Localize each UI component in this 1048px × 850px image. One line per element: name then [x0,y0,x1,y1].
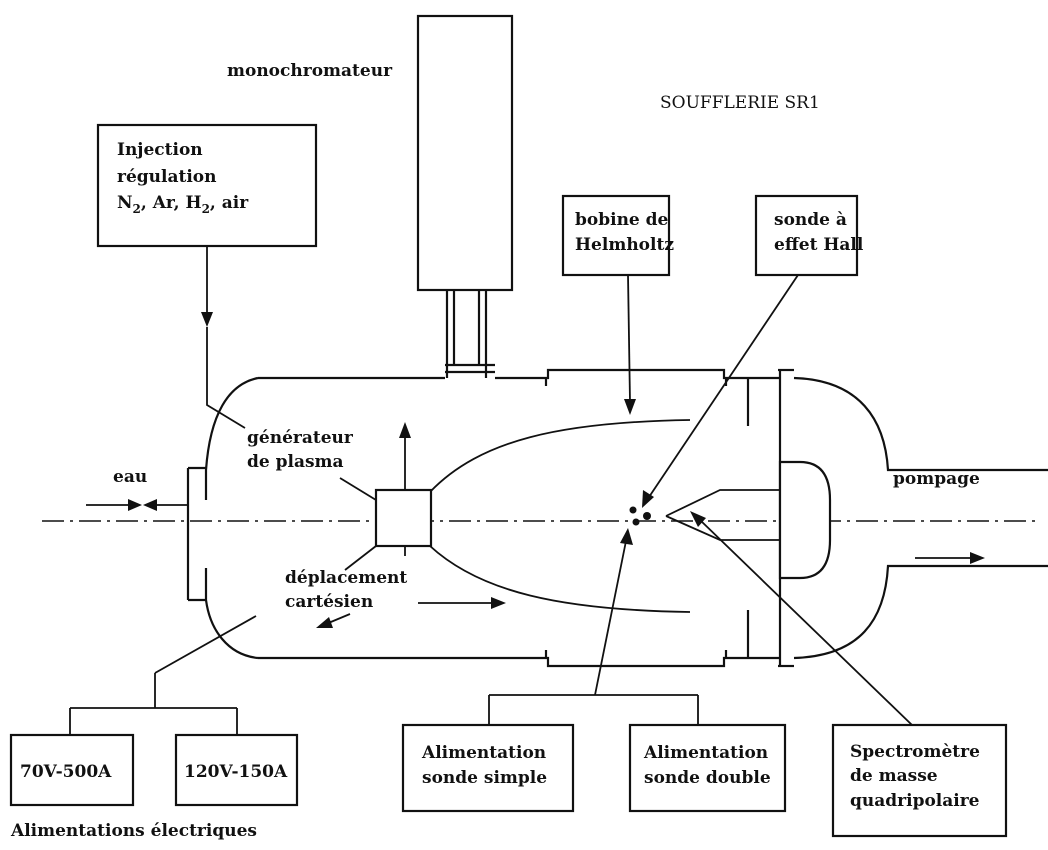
hall-line2: effet Hall [774,235,864,255]
coil-line1: bobine de [575,210,669,230]
psu2-label: 120V-150A [184,762,288,782]
coil-line2: Helmholtz [575,235,674,255]
facility-title: SOUFFLERIE SR1 [660,93,820,113]
mass-spec-line1: Spectromètre [850,742,980,762]
helmholtz-coil-box [561,194,671,277]
injection-line2: régulation [117,167,217,187]
plasma-generator-head [374,488,433,548]
double-probe-line2: sonde double [644,768,771,788]
psu-caption: Alimentations électriques [10,821,257,841]
single-probe-supply-box [401,723,575,813]
hall-line1: sonde à [774,210,847,230]
plasma-jet [374,419,691,613]
mass-spec-line3: quadripolaire [850,791,980,811]
mass-spectrometer-box [831,723,1008,838]
hall-probe-box [754,194,859,277]
probes [629,506,651,526]
injection-box [96,123,318,248]
double-probe-line1: Alimentation [643,743,768,763]
monochromator [416,14,514,378]
single-probe-line1: Alimentation [421,743,546,763]
generator-line1: générateur [247,428,354,448]
water-label: eau [113,467,147,487]
displacement-line1: déplacement [285,568,407,588]
injection-line3: N2, Ar, H2, air [117,193,249,216]
mass-spectrometer-inlet [665,460,832,580]
displacement-line2: cartésien [285,592,373,612]
mass-spec-line2: de masse [850,766,938,786]
injection-line1: Injection [117,140,203,160]
psu1-label: 70V-500A [20,762,112,782]
pumping-label: pompage [893,469,980,489]
generator-line2: de plasma [247,452,344,472]
monochromator-label: monochromateur [227,61,393,81]
double-probe-supply-box [628,723,787,813]
psu-70v-box [9,733,135,807]
psu-120v-box [174,733,299,807]
single-probe-line2: sonde simple [422,768,547,788]
vacuum-chamber [186,368,1048,668]
